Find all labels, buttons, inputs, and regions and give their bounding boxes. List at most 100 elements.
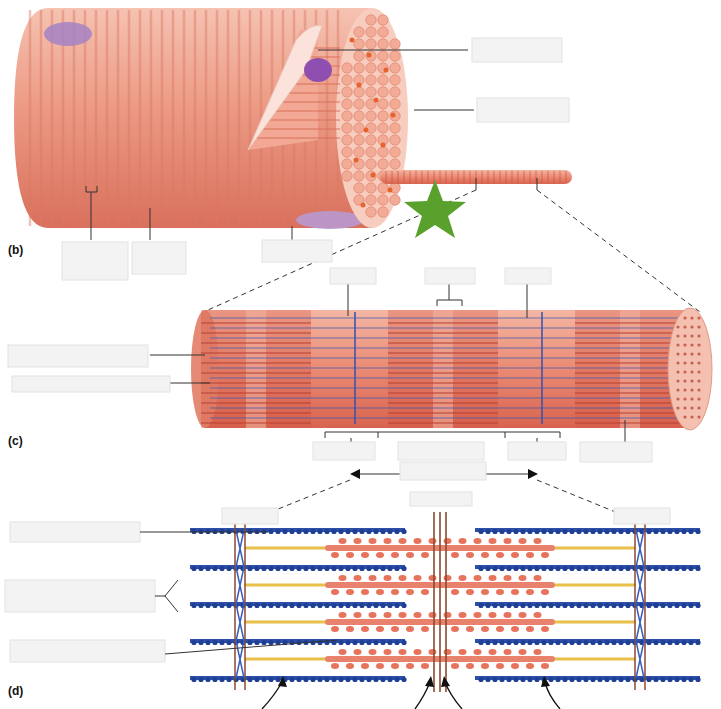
myosin-head — [429, 649, 437, 655]
actin-bead — [324, 566, 329, 571]
actin-bead — [527, 677, 532, 682]
filament-end — [683, 388, 686, 391]
myofibril-cross-section — [366, 207, 376, 217]
actin-bead — [401, 603, 406, 608]
myosin-head — [541, 663, 549, 669]
actin-bead — [387, 677, 392, 682]
filament-end — [697, 406, 700, 409]
thick-filament — [388, 352, 498, 354]
myofibril-cross-section — [354, 87, 364, 97]
actin-bead — [513, 603, 518, 608]
actin-bead — [688, 640, 693, 645]
actin-bead — [205, 640, 210, 645]
z-disc — [541, 312, 543, 424]
myofibril-cross-section — [378, 99, 388, 109]
actin-bead — [345, 529, 350, 534]
filament-end — [676, 397, 679, 400]
actin-bead — [324, 529, 329, 534]
myosin-head — [459, 612, 467, 618]
striation — [128, 10, 131, 226]
actin-bead — [331, 566, 336, 571]
myosin-head — [474, 575, 482, 581]
actin-bead — [520, 603, 525, 608]
striation — [517, 171, 518, 183]
actin-bead — [289, 566, 294, 571]
actin-bead — [317, 640, 322, 645]
filament-end — [676, 379, 679, 382]
actin-bead — [590, 603, 595, 608]
myofibril-cross-section — [378, 27, 388, 37]
panel-label: (c) — [8, 434, 23, 448]
striation — [249, 10, 252, 226]
filament-end — [676, 388, 679, 391]
actin-bead — [387, 640, 392, 645]
actin-bead — [380, 640, 385, 645]
myosin-head — [376, 626, 384, 632]
actin-bead — [625, 529, 630, 534]
actin-bead — [597, 603, 602, 608]
actin-bead — [618, 640, 623, 645]
myofibril-cross-section — [354, 27, 364, 37]
myosin-head — [444, 649, 452, 655]
panel-label: (d) — [8, 684, 23, 698]
actin-bead — [366, 603, 371, 608]
thick-filament — [388, 422, 498, 424]
myosin-head — [339, 575, 347, 581]
actin-bead — [289, 677, 294, 682]
actin-bead — [492, 677, 497, 682]
actin-bead — [394, 566, 399, 571]
actin-bead — [569, 640, 574, 645]
myofibril-cross-section — [366, 63, 376, 73]
actin-bead — [205, 603, 210, 608]
striation — [391, 171, 392, 183]
actin-bead — [492, 566, 497, 571]
myosin-head — [406, 552, 414, 558]
thick-filament — [575, 412, 685, 414]
actin-bead — [282, 566, 287, 571]
thick-filament — [201, 352, 311, 354]
actin-bead — [380, 677, 385, 682]
myosin-head — [414, 612, 422, 618]
striation — [445, 171, 446, 183]
striation — [523, 171, 524, 183]
actin-bead — [324, 677, 329, 682]
actin-bead — [604, 529, 609, 534]
mitochondrion — [354, 158, 359, 163]
myofibril-cross-section — [342, 123, 352, 133]
z-disc-link — [636, 567, 644, 604]
thick-filament — [201, 382, 311, 384]
actin-bead — [499, 640, 504, 645]
myosin-head — [511, 552, 519, 558]
titin — [550, 584, 635, 587]
actin-bead — [597, 529, 602, 534]
actin-bead — [695, 640, 700, 645]
z-disc-link — [636, 604, 644, 641]
actin-bead — [618, 603, 623, 608]
filament-end — [676, 343, 679, 346]
z-disc-link — [236, 641, 244, 678]
titin — [245, 547, 330, 550]
striation — [505, 171, 506, 183]
thin-filament — [210, 328, 682, 329]
actin-bead — [653, 677, 658, 682]
myosin-head — [399, 575, 407, 581]
thick-filament — [201, 422, 311, 424]
filament-end — [676, 325, 679, 328]
titin — [245, 621, 330, 624]
myosin-head — [489, 538, 497, 544]
filament-end — [697, 334, 700, 337]
myofibril-cross-section — [354, 147, 364, 157]
myofibril-cross-section — [378, 207, 388, 217]
actin-bead — [499, 566, 504, 571]
striation — [469, 171, 470, 183]
actin-bead — [555, 529, 560, 534]
actin-bead — [387, 529, 392, 534]
thick-filament — [201, 342, 311, 344]
titin — [245, 658, 330, 661]
actin-bead — [660, 677, 665, 682]
actin-bead — [478, 677, 483, 682]
myofibril-cross-section — [378, 51, 388, 61]
actin-bead — [534, 603, 539, 608]
actin-bead — [492, 603, 497, 608]
striation — [216, 10, 219, 226]
